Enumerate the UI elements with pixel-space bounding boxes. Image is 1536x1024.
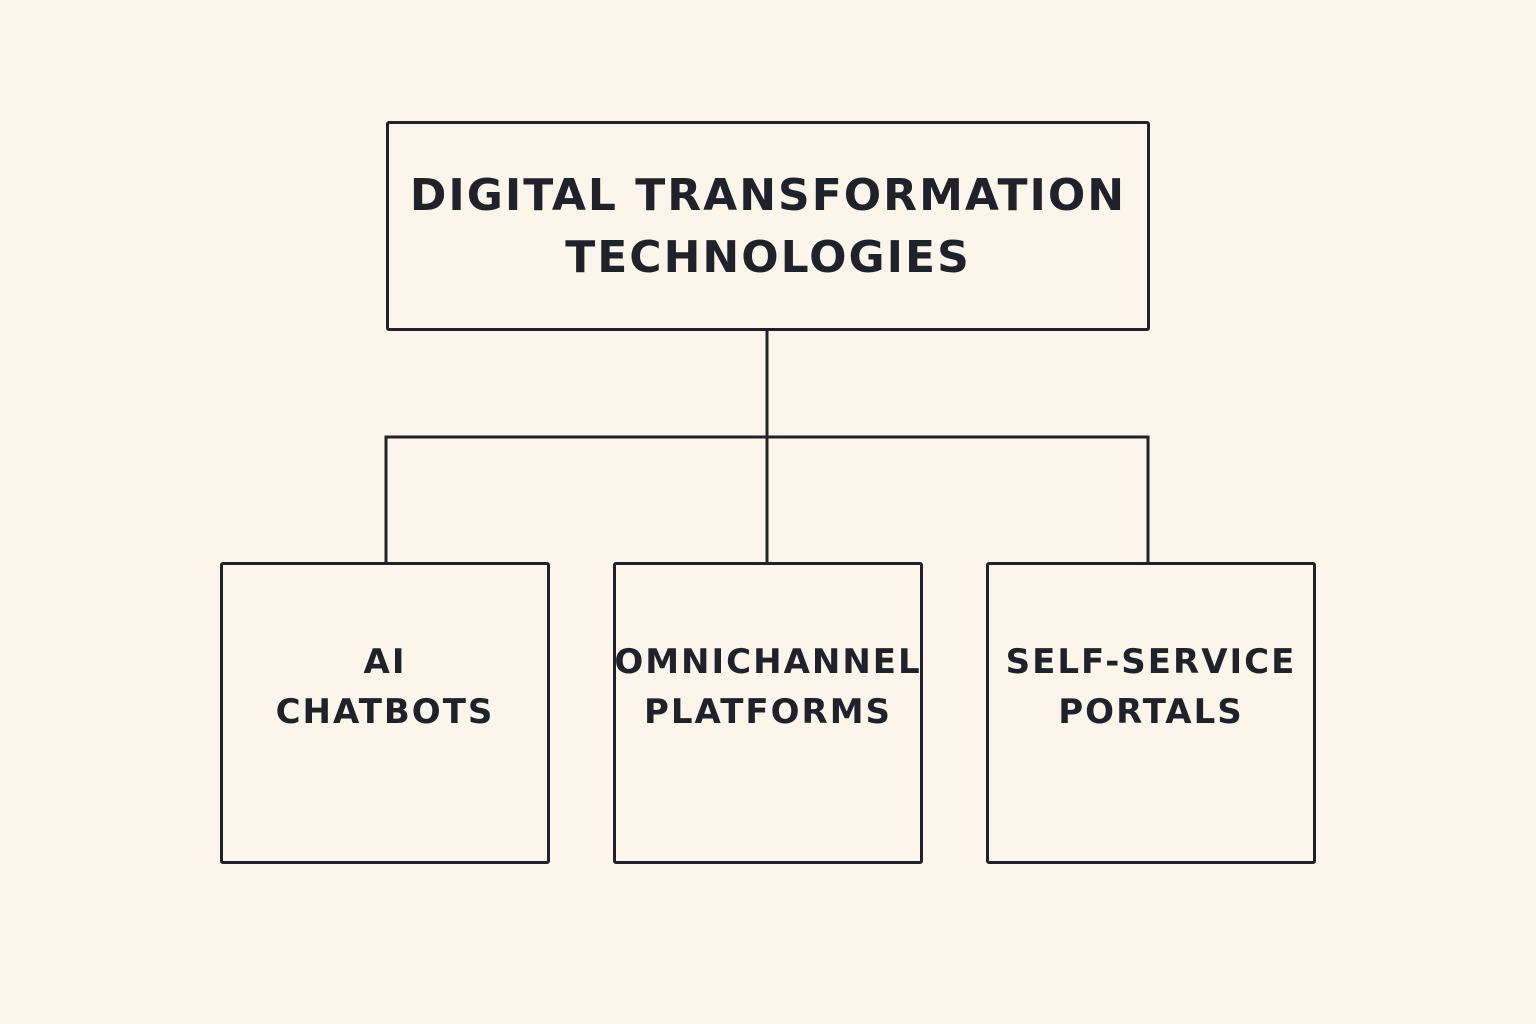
child-node-omnichannel-platforms: OMNICHANNEL PLATFORMS: [613, 562, 923, 864]
child-node-self-service-portals: SELF-SERVICE PORTALS: [986, 562, 1316, 864]
root-node: DIGITAL TRANSFORMATION TECHNOLOGIES: [386, 121, 1150, 331]
child-node-label-line-2: CHATBOTS: [275, 692, 495, 732]
root-node-title-line-1: DIGITAL TRANSFORMATION: [409, 170, 1127, 221]
child-node-label-line-1: SELF-SERVICE: [1005, 642, 1297, 682]
child-node-ai-chatbots: AI CHATBOTS: [220, 562, 550, 864]
child-node-label-line-1: OMNICHANNEL: [614, 642, 922, 682]
child-node-label-line-1: AI: [363, 642, 407, 682]
child-node-label-line-2: PORTALS: [1058, 692, 1244, 732]
root-node-title-line-2: TECHNOLOGIES: [565, 232, 971, 283]
child-node-label-line-2: PLATFORMS: [643, 692, 893, 732]
